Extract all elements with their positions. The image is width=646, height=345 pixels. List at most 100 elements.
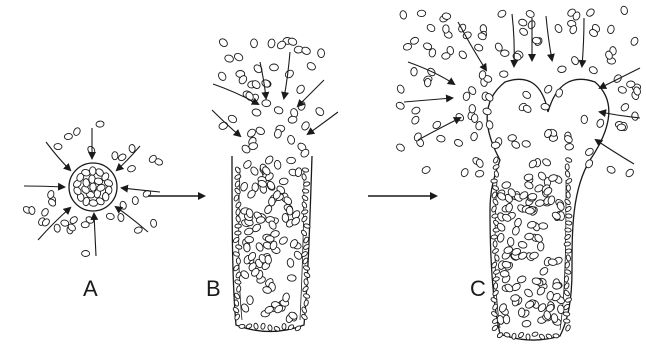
crown-cell: [267, 38, 275, 48]
tube-cell: [550, 313, 558, 323]
crown-cell: [410, 115, 420, 126]
crown-cell: [453, 138, 463, 147]
wall-cell: [491, 205, 497, 212]
wall-cell: [303, 278, 308, 285]
crown-cell: [458, 50, 468, 61]
crown-cell: [421, 165, 431, 174]
crown-cell: [541, 157, 552, 167]
crown-cell: [442, 13, 451, 20]
crown-cell: [217, 71, 227, 82]
tube-cell: [274, 160, 282, 170]
crown-cell: [557, 66, 566, 74]
crown-cell: [585, 7, 596, 17]
crown-cell: [224, 54, 234, 63]
crown-cell: [262, 100, 271, 107]
crown-cell: [403, 43, 413, 51]
stage-c-figure: C: [395, 6, 642, 341]
wall-cell: [553, 333, 559, 338]
wall-cell: [565, 228, 572, 233]
stage-c-cells: [395, 6, 642, 328]
wall-cell: [565, 248, 572, 253]
stage-c-label: C: [470, 276, 486, 301]
wall-cell: [302, 167, 309, 172]
stage-a-cell-cluster: [69, 163, 117, 211]
tube-cell: [278, 235, 289, 245]
crown-cell: [626, 81, 635, 88]
tube-cell: [239, 269, 250, 280]
crown-cell: [491, 142, 500, 149]
wall-cell: [232, 306, 239, 313]
crown-cell: [508, 134, 517, 141]
wall-cell: [239, 324, 245, 329]
crown-cell: [218, 37, 229, 48]
scattered-cell: [82, 250, 90, 256]
crown-cell: [436, 135, 445, 143]
tube-cell: [538, 266, 549, 277]
crown-cell: [455, 112, 466, 122]
tube-cell: [504, 283, 515, 294]
scattered-cell: [119, 201, 127, 210]
crown-cell: [424, 78, 431, 87]
wall-cell: [301, 209, 308, 215]
crown-cell: [233, 52, 244, 62]
wall-cell: [564, 233, 572, 240]
crown-cell: [443, 25, 450, 34]
crown-cell: [395, 101, 405, 111]
crown-cell: [624, 168, 634, 178]
wall-cell: [234, 174, 242, 181]
wall-cell: [492, 164, 500, 171]
crown-cell: [474, 43, 484, 52]
crown-cell: [396, 84, 405, 94]
wall-cell: [282, 324, 286, 330]
crown-cell: [543, 84, 553, 95]
crown-cell: [500, 50, 509, 57]
wall-cell: [253, 323, 258, 330]
scattered-cell: [28, 206, 35, 215]
crown-cell: [295, 84, 306, 95]
wall-cell: [563, 289, 570, 296]
wall-cell: [493, 276, 500, 282]
crown-cell: [617, 124, 626, 131]
crown-cell: [457, 23, 467, 34]
crown-cell: [606, 165, 616, 175]
crown-cell: [596, 118, 605, 128]
crown-cell: [554, 23, 564, 33]
wall-cell: [493, 156, 499, 164]
crown-cell: [475, 170, 485, 178]
crown-cell: [441, 52, 451, 60]
tube-cell: [500, 271, 509, 278]
wall-cell: [301, 173, 307, 180]
scattered-cell: [150, 219, 157, 228]
wall-cell: [564, 276, 569, 283]
crown-cell: [417, 10, 426, 17]
stage-b-label: B: [206, 276, 221, 301]
stage-b-figure: B: [206, 37, 338, 332]
crown-cell: [525, 9, 535, 19]
wall-cell: [301, 195, 309, 202]
wall-cell: [563, 319, 570, 324]
crown-cell: [317, 48, 325, 57]
scattered-cell: [117, 213, 124, 222]
tube-cell: [268, 197, 275, 206]
scattered-cell: [86, 145, 96, 155]
wall-cell: [503, 332, 510, 338]
wall-cell: [302, 285, 309, 292]
tube-cell: [511, 226, 520, 237]
tube-cell: [523, 288, 534, 299]
tube-cell: [295, 167, 303, 177]
wall-cell: [235, 208, 240, 215]
wall-cell: [564, 198, 571, 205]
wall-cell: [526, 334, 530, 340]
crown-cell: [395, 143, 406, 153]
scattered-cell: [112, 152, 118, 160]
crown-cell: [288, 116, 298, 124]
crown-cell: [314, 106, 325, 117]
wall-cell: [303, 271, 311, 278]
wall-cell: [235, 224, 242, 228]
tube-cell: [264, 155, 275, 166]
scattered-cell: [106, 212, 115, 220]
wall-cell: [491, 179, 497, 183]
stage-a-label: A: [83, 276, 98, 301]
tube-cell: [507, 237, 514, 246]
